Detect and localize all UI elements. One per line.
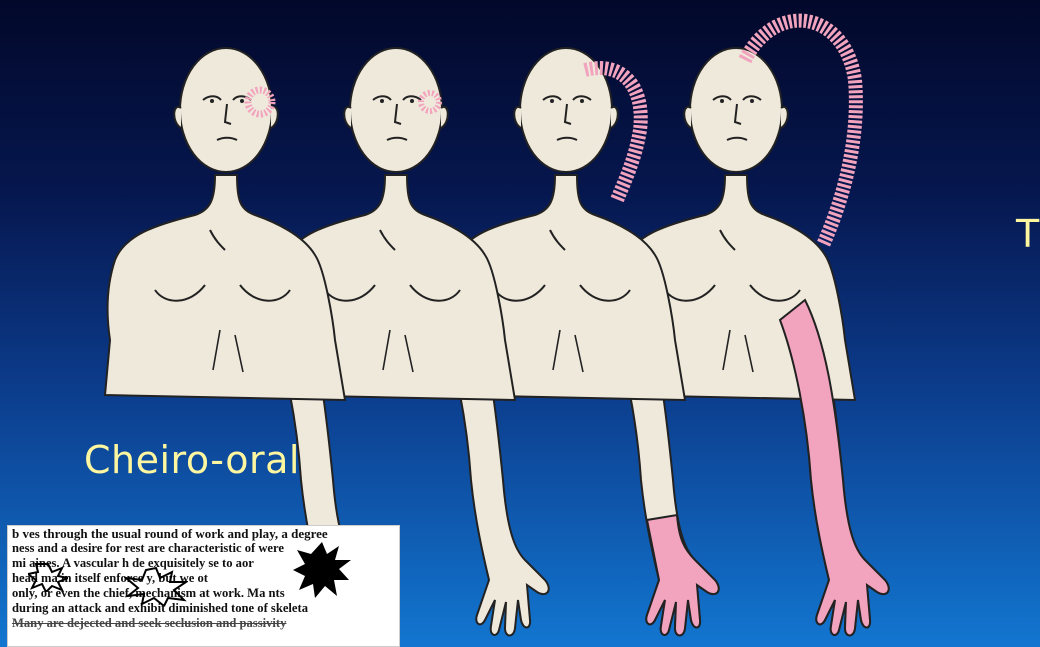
excerpt-line: b ves through the usual round of work an… <box>8 526 399 541</box>
scotoma-blot-2 <box>124 566 188 606</box>
scotoma-blot-1 <box>293 542 351 598</box>
cutoff-label: T <box>1016 212 1040 256</box>
text-excerpt: b ves through the usual round of work an… <box>7 525 400 647</box>
cheiro-oral-label: Cheiro-oral <box>84 438 300 482</box>
excerpt-line: Many are dejected and seek seclusion and… <box>8 616 399 631</box>
excerpt-line: during an attack and exhibit diminished … <box>8 601 399 616</box>
scotoma-blot-3 <box>28 562 68 592</box>
